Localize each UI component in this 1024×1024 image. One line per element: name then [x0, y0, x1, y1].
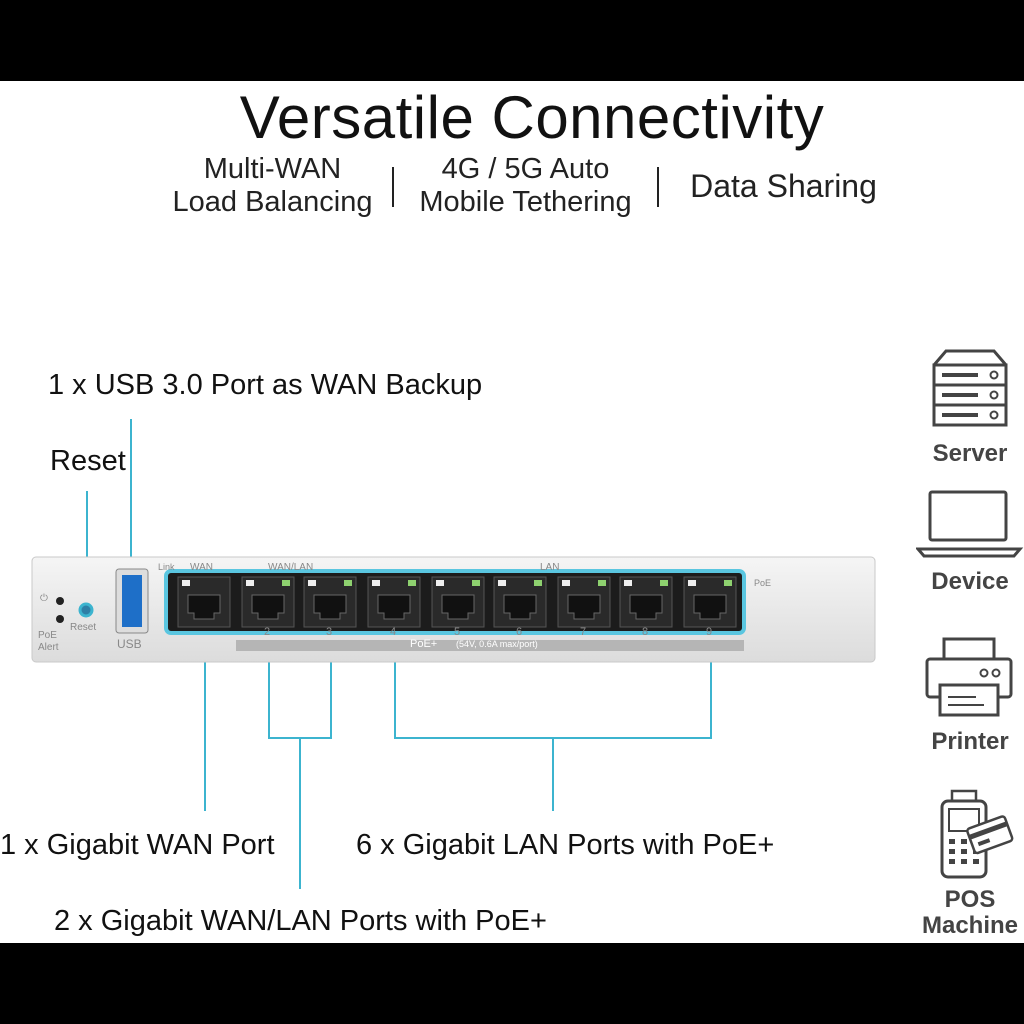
ethernet-port-socket — [187, 594, 221, 620]
lan-section-label: LAN — [540, 562, 560, 573]
port-link-led — [498, 580, 506, 586]
server-icon — [932, 349, 1008, 427]
poe-label: PoE — [38, 630, 57, 641]
port-link-led — [308, 580, 316, 586]
feature-line: Mobile Tethering — [419, 186, 632, 218]
printer-icon — [925, 637, 1013, 717]
ethernet-port-socket — [377, 594, 411, 620]
device-label: Device — [931, 568, 1009, 595]
power-led — [56, 597, 64, 605]
feature-divider — [657, 167, 659, 207]
feature-line: Multi-WAN — [203, 153, 342, 185]
product-graphic: Versatile Connectivity Multi-WAN Load Ba… — [0, 81, 1024, 943]
ethernet-port-socket — [503, 594, 537, 620]
page-title: Versatile Connectivity — [239, 84, 825, 151]
usb-port-tongue — [122, 575, 142, 627]
port-poe-led — [598, 580, 606, 586]
lan-leader-line — [394, 601, 396, 739]
port-number: 3 — [326, 626, 333, 638]
lan-leader-line — [552, 737, 554, 811]
power-label: ⏻ — [40, 593, 48, 604]
reset-callout: Reset — [50, 445, 126, 477]
port-link-led — [688, 580, 696, 586]
port-number: 8 — [642, 626, 649, 638]
wanlan-leader-line — [268, 601, 270, 739]
ethernet-port-socket — [629, 594, 663, 620]
ethernet-port-socket — [251, 594, 285, 620]
port-link-led — [372, 580, 380, 586]
usb-label: USB — [117, 637, 142, 651]
feature-line: Load Balancing — [172, 186, 373, 218]
ethernet-port-socket — [567, 594, 601, 620]
ethernet-port-socket — [441, 594, 475, 620]
port-number: 4 — [390, 626, 397, 638]
poe-indicator-label: PoE — [754, 578, 772, 588]
port-link-led — [182, 580, 190, 586]
usb-leader-line — [130, 419, 132, 569]
poe-spec-label: (54V, 0.6A max/port) — [456, 639, 538, 649]
wan-leader-line — [204, 601, 206, 811]
poe-alert-led — [56, 615, 64, 623]
wan-section-label: WAN — [190, 562, 213, 573]
feature-mobile-tethering: 4G / 5G Auto Mobile Tethering — [408, 153, 643, 219]
port-number: 7 — [580, 626, 587, 638]
reset-button — [78, 602, 94, 618]
port-number: 6 — [516, 626, 523, 638]
ethernet-port-socket — [693, 594, 727, 620]
laptop-icon — [916, 490, 1024, 558]
wanlan-leader-line — [299, 737, 301, 889]
port-poe-led — [344, 580, 352, 586]
printer-label: Printer — [931, 728, 1009, 755]
feature-multi-wan: Multi-WAN Load Balancing — [170, 153, 375, 219]
port-number: 9 — [706, 626, 713, 638]
port-poe-led — [408, 580, 416, 586]
feature-data-sharing: Data Sharing — [676, 153, 891, 219]
server-label: Server — [932, 440, 1008, 467]
router-front-panel — [31, 556, 876, 663]
wan-callout: 1 x Gigabit WAN Port — [0, 829, 275, 861]
ethernet-port-socket — [313, 594, 347, 620]
port-poe-led — [282, 580, 290, 586]
usb-callout: 1 x USB 3.0 Port as WAN Backup — [48, 369, 483, 401]
wanlan-callout: 2 x Gigabit WAN/LAN Ports with PoE+ — [54, 905, 547, 937]
reset-leader-line — [86, 491, 88, 609]
port-link-led — [246, 580, 254, 586]
reset-label: Reset — [70, 622, 97, 633]
port-link-led — [562, 580, 570, 586]
port-number: 2 — [264, 626, 271, 638]
port-poe-led — [472, 580, 480, 586]
poe-strip — [236, 640, 744, 651]
port-poe-led — [660, 580, 668, 586]
lan-leader-line — [710, 601, 712, 739]
wanlan-section-label: WAN/LAN — [268, 562, 314, 573]
wanlan-leader-line — [330, 601, 332, 739]
port-poe-led — [724, 580, 732, 586]
feature-divider — [392, 167, 394, 207]
port-link-led — [436, 580, 444, 586]
pos-machine-icon — [940, 789, 1014, 879]
port-poe-led — [534, 580, 542, 586]
pos-machine-label: POS Machine — [921, 886, 1019, 939]
port-link-led — [624, 580, 632, 586]
port-number: 5 — [454, 626, 461, 638]
feature-line: Data Sharing — [690, 168, 877, 204]
alert-label: Alert — [38, 642, 59, 653]
poe-strip-label: PoE+ — [410, 638, 438, 650]
bottom-letterbox — [0, 943, 1024, 1024]
lan-callout: 6 x Gigabit LAN Ports with PoE+ — [356, 829, 775, 861]
link-label: Link — [158, 562, 175, 572]
top-letterbox — [0, 0, 1024, 81]
feature-line: 4G / 5G Auto — [441, 153, 610, 185]
